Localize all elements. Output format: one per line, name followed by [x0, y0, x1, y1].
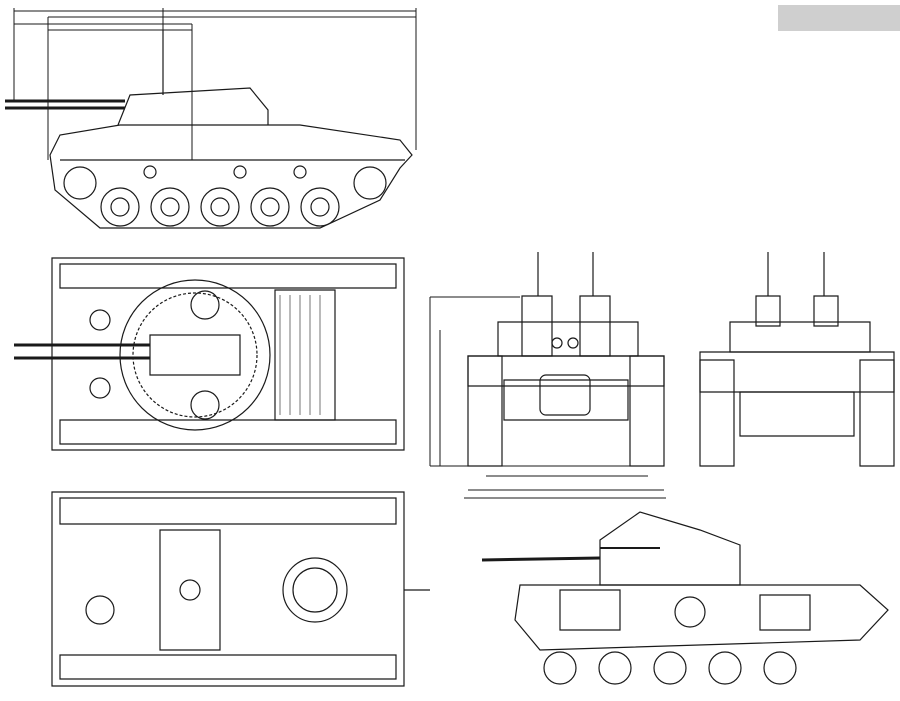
road-wheel-hub [211, 198, 229, 216]
cutaway-view [482, 512, 888, 684]
road-wheel-hub [111, 198, 129, 216]
corner-box [778, 5, 900, 31]
road-wheel-hub [261, 198, 279, 216]
road-wheel [101, 188, 139, 226]
return-roller [234, 166, 246, 178]
road-wheel [151, 188, 189, 226]
hull-outline [50, 125, 412, 228]
road-wheel [764, 652, 796, 684]
idler-wheel [64, 167, 96, 199]
turret-outline [118, 88, 268, 125]
front-view [430, 252, 666, 498]
return-roller [144, 166, 156, 178]
road-wheel [201, 188, 239, 226]
dimension-lines [14, 8, 416, 160]
road-wheel [599, 652, 631, 684]
return-roller [294, 166, 306, 178]
top-view [14, 258, 404, 450]
side-view-left [5, 30, 412, 228]
rear-view [700, 252, 894, 466]
idler-wheel [354, 167, 386, 199]
road-wheel [251, 188, 289, 226]
road-wheel [654, 652, 686, 684]
road-wheel [544, 652, 576, 684]
road-wheel [301, 188, 339, 226]
road-wheel-hub [311, 198, 329, 216]
road-wheel-hub [161, 198, 179, 216]
bottom-view [52, 492, 430, 686]
road-wheel [709, 652, 741, 684]
